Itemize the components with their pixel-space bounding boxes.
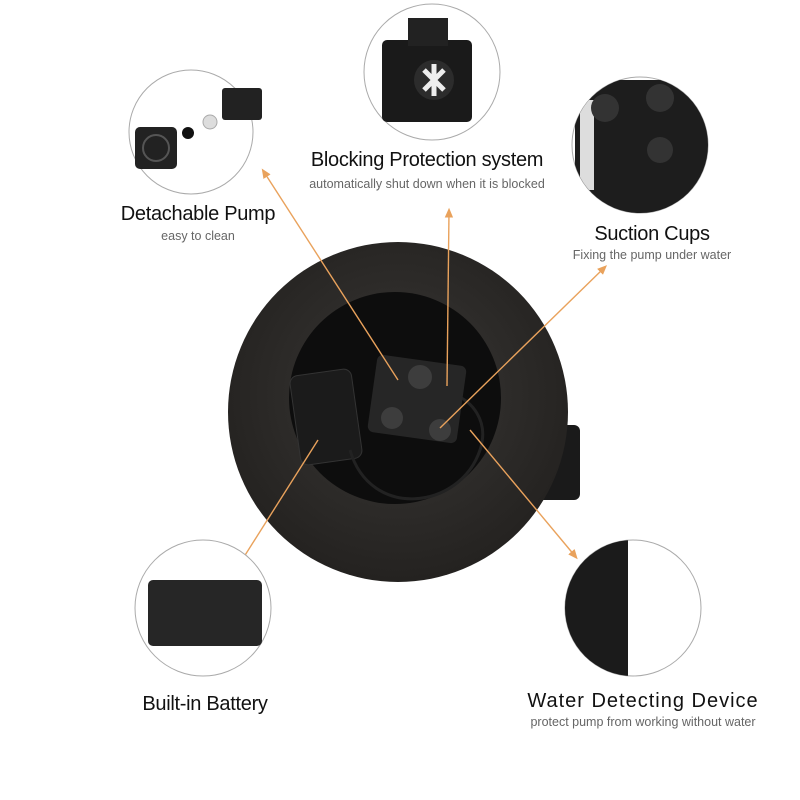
- suction-subtitle: Fixing the pump under water: [572, 248, 732, 262]
- battery-title: Built-in Battery: [142, 693, 268, 715]
- pointer-arrows: [239, 168, 608, 564]
- detachable-subtitle: easy to clean: [161, 229, 235, 243]
- suction-cup: [429, 419, 451, 441]
- cable: [348, 393, 485, 501]
- suction-cup: [381, 407, 403, 429]
- detail-detachable-pump: [128, 69, 262, 195]
- blocking-subtitle: automatically shut down when it is block…: [309, 177, 545, 191]
- water-subtitle: protect pump from working without water: [530, 715, 756, 729]
- battery-pack: [289, 368, 363, 466]
- detail-water-detecting: [564, 539, 702, 677]
- detail-battery: [134, 539, 272, 677]
- suction-cup: [408, 365, 432, 389]
- detachable-title: Detachable Pump: [120, 203, 276, 225]
- suction-title: Suction Cups: [594, 223, 710, 245]
- blocking-title: Blocking Protection system: [310, 149, 544, 171]
- detail-suction-cups: [571, 76, 709, 214]
- water-title: Water Detecting Device: [527, 690, 759, 712]
- detail-blocking-protection: [363, 3, 501, 141]
